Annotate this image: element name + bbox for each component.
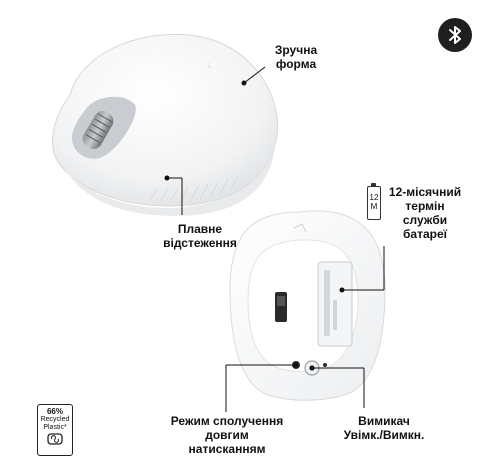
scroll-wheel-ridges xyxy=(85,113,113,144)
top-notch xyxy=(293,223,307,233)
sensor-lens xyxy=(277,296,285,306)
battery-compartment xyxy=(317,261,353,347)
grip-texture xyxy=(149,175,239,204)
receiver-slot xyxy=(324,270,330,336)
feature-power-label: Вимикач Увімк./Вимкн. xyxy=(343,414,425,442)
logo-mark: ʟ xyxy=(208,60,212,70)
feature-tracking-label: Плавне відстеження xyxy=(163,222,237,250)
mouse-top-shell xyxy=(52,33,279,207)
recycled-plastic-badge: 66% Recycled Plastic* xyxy=(37,404,73,456)
recycled-plastic-icon xyxy=(47,433,63,445)
power-indicator-dot xyxy=(323,363,327,367)
battery-icon: 12 M xyxy=(367,183,381,220)
feature-shape-label: Зручна форма xyxy=(274,43,318,71)
callout-lines xyxy=(167,66,385,412)
mouse-bottom-view xyxy=(229,210,386,401)
bluetooth-icon xyxy=(438,18,472,52)
scroll-wheel xyxy=(82,110,114,150)
callout-dots xyxy=(164,80,345,371)
feature-battery-label: 12-місячний термін служби батареї xyxy=(388,185,462,241)
mouse-top-view: ʟ xyxy=(52,33,279,216)
battery-contacts xyxy=(333,300,337,330)
